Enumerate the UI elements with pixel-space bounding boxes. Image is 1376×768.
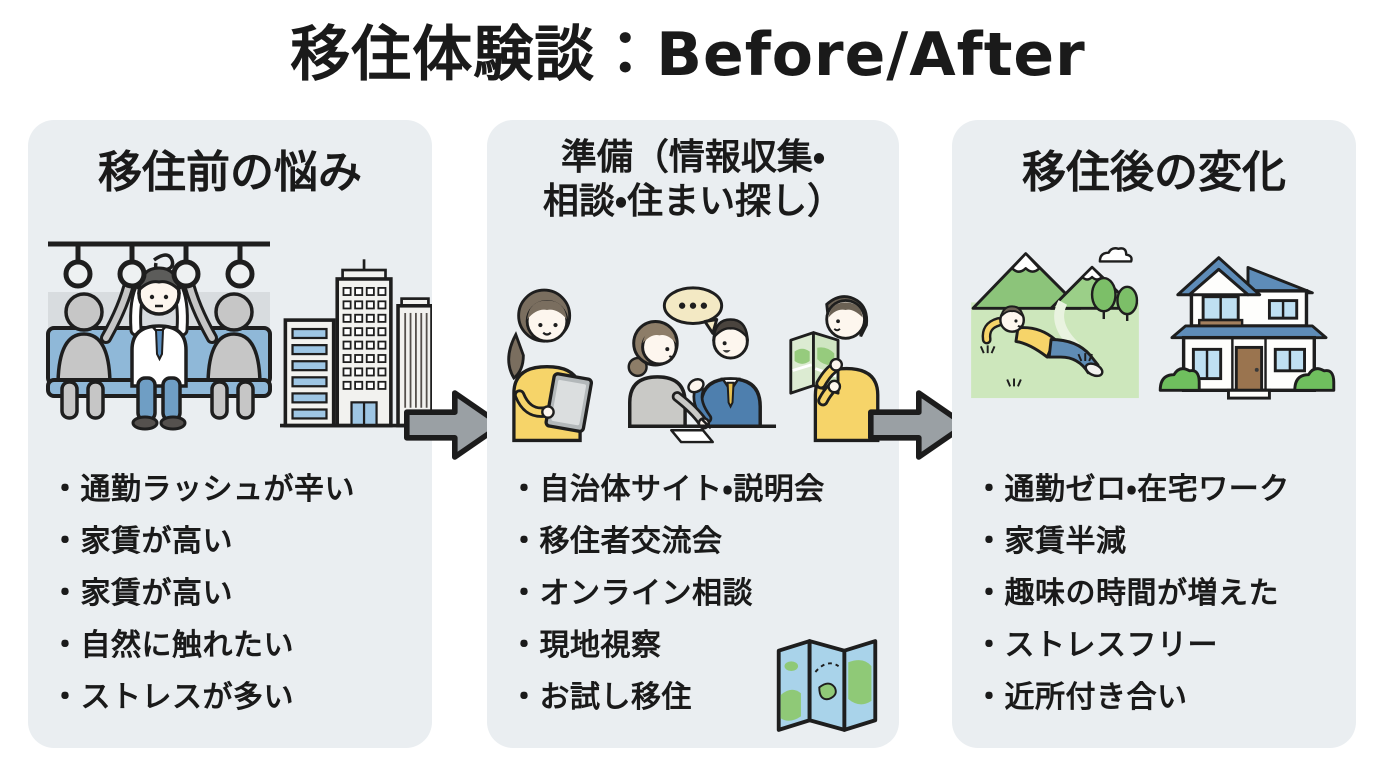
bullet-icon: ・ [974,628,1005,663]
bullet-icon: ・ [50,576,81,611]
bullet-icon: ・ [974,524,1005,559]
grass-tufts [979,345,1093,387]
list-item-text: 家賃半減 [1004,524,1127,559]
list-item-text: 自治体サイト・説明会 [539,472,825,507]
list-item-text: 自然に触れたい [80,628,294,663]
list-item-text: ストレスフリー [1004,628,1218,663]
list-item: ・近所付き合い [974,672,1352,724]
bullet-icon: ・ [50,680,81,715]
panel-title-line: 移住前の悩み [98,147,362,198]
panel-preparation: 準備（情報収集・ 相談・住まい探し） [487,120,899,748]
before-list: ・通勤ラッシュが辛い ・家賃が高い ・家賃が高い ・自然に触れたい ・ストレスが… [50,464,428,724]
list-item: ・自治体サイト・説明会 [509,464,895,516]
list-item: ・自然に触れたい [50,620,428,672]
list-item-text: 移住者交流会 [539,524,723,559]
relaxing-in-nature-illustration [971,247,1139,399]
list-item: ・現地視察 [509,620,895,672]
list-item: ・オンライン相談 [509,568,895,620]
list-item: ・通勤ゼロ・在宅ワーク [974,464,1352,516]
list-item-text: 家賃が高い [80,524,233,559]
folded-map-icon [776,639,878,732]
list-item-text: 通勤ゼロ・在宅ワーク [1004,472,1290,507]
panel-after: 移住後の変化 [952,120,1356,748]
page-title: 移住体験談：Before/After [290,20,1086,90]
bullet-icon: ・ [974,680,1005,715]
list-item-text: お試し移住 [539,680,692,715]
preparation-list: ・自治体サイト・説明会 ・移住者交流会 ・オンライン相談 ・現地視察 ・お試し移… [509,464,895,724]
bullet-icon: ・ [974,472,1005,507]
panel-title-line: 移住後の変化 [1022,147,1286,198]
tablet-research-illustration [507,288,594,443]
panel-before-title: 移住前の悩み [34,146,426,200]
list-item: ・移住者交流会 [509,516,895,568]
list-item-text: 現地視察 [539,628,662,663]
list-item-text: オンライン相談 [539,576,753,611]
map-reading-illustration [789,295,880,443]
list-item: ・ストレスフリー [974,620,1352,672]
list-item-text: 趣味の時間が増えた [1004,576,1279,611]
list-item-text: ストレスが多い [80,680,294,715]
bullet-icon: ・ [50,472,81,507]
arrow-right-icon [404,390,504,460]
bullet-icon: ・ [50,524,81,559]
bullet-icon: ・ [509,680,540,715]
list-item-text: 通勤ラッシュが辛い [80,472,355,507]
panel-title-line: 準備（情報収集・ [560,137,826,178]
bullet-icon: ・ [974,576,1005,611]
stressed-man [129,253,189,431]
panel-preparation-title: 準備（情報収集・ 相談・住まい探し） [493,136,893,224]
relaxing-person [981,305,1104,378]
bullet-icon: ・ [50,628,81,663]
consultation-illustration [627,286,777,444]
crowded-train-illustration [46,241,272,431]
list-item: ・家賃が高い [50,568,428,620]
preparation-illustrations [495,236,891,448]
bullet-icon: ・ [509,628,540,663]
country-house-illustration [1158,256,1336,400]
panel-after-title: 移住後の変化 [958,146,1350,200]
list-item: ・お試し移住 [509,672,895,724]
list-item: ・家賃半減 [974,516,1352,568]
list-item: ・ストレスが多い [50,672,428,724]
arrow-right-icon [868,390,968,460]
bullet-icon: ・ [509,472,540,507]
hanging-straps-icon [63,244,255,289]
list-item-text: 家賃が高い [80,576,233,611]
list-item: ・家賃が高い [50,516,428,568]
list-item: ・通勤ラッシュが辛い [50,464,428,516]
bullet-icon: ・ [509,524,540,559]
after-list: ・通勤ゼロ・在宅ワーク ・家賃半減 ・趣味の時間が増えた ・ストレスフリー ・近… [974,464,1352,724]
list-item: ・趣味の時間が増えた [974,568,1352,620]
panel-before: 移住前の悩み [28,120,432,748]
list-item-text: 近所付き合い [1004,680,1188,715]
panel-title-line: 相談・住まい探し） [542,180,844,222]
bullet-icon: ・ [509,576,540,611]
